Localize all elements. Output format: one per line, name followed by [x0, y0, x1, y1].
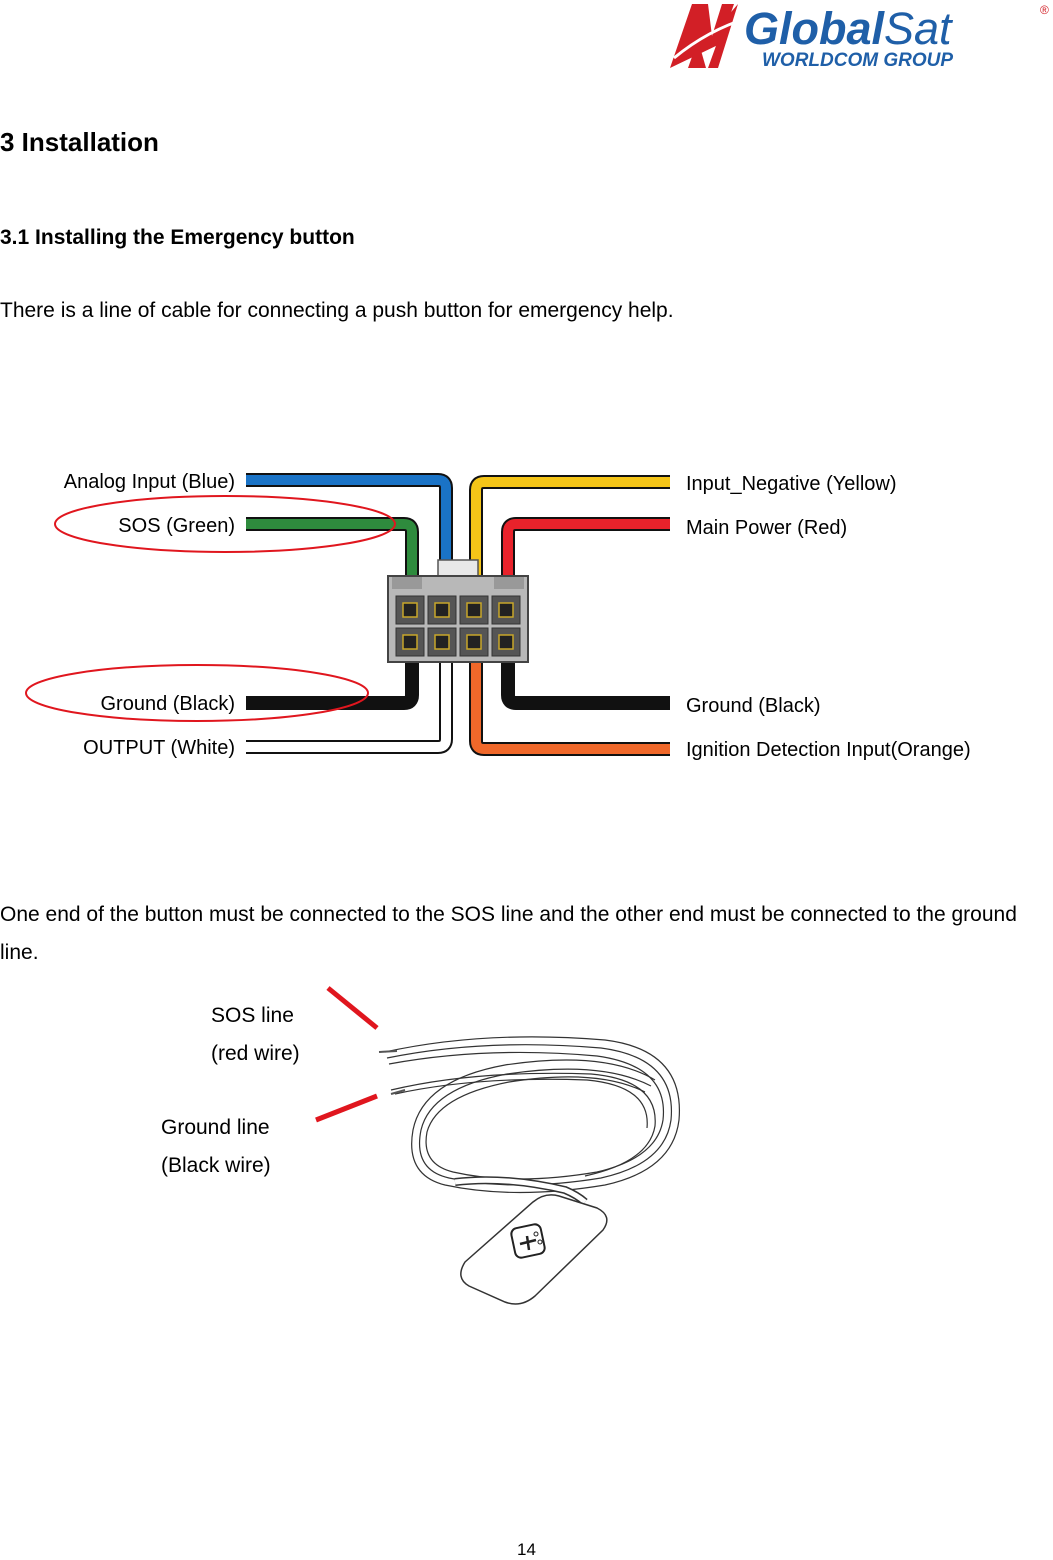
- wire-ignition: [469, 660, 670, 756]
- registered-mark: ®: [1040, 3, 1049, 17]
- wire-main-power: [501, 517, 670, 578]
- svg-text:GlobalSat: GlobalSat: [744, 3, 954, 54]
- callout-pointers: [315, 986, 379, 1123]
- button-pad: [460, 1194, 608, 1305]
- ground-line-label: Ground line: [161, 1116, 270, 1139]
- wire-ground-right: [501, 660, 670, 710]
- highlight-sos: [54, 495, 396, 553]
- connector: [387, 559, 529, 663]
- label-ground-right: Ground (Black): [686, 695, 821, 717]
- instruction-paragraph: One end of the button must be connected …: [0, 903, 1017, 964]
- logo-text-bold: Global: [744, 3, 886, 54]
- label-input-negative: Input_Negative (Yellow): [686, 473, 897, 495]
- label-main-power: Main Power (Red): [686, 517, 847, 539]
- wire-analog-input: [246, 473, 453, 578]
- cable-sheath: [454, 1176, 588, 1206]
- sos-callout: SOS line (red wire): [211, 997, 300, 1073]
- wire-ends: [378, 1050, 406, 1095]
- section-heading: 3 Installation: [0, 127, 159, 157]
- ground-wire-label: (Black wire): [161, 1154, 271, 1177]
- label-output: OUTPUT (White): [83, 737, 235, 759]
- label-ignition: Ignition Detection Input(Orange): [686, 739, 971, 761]
- logo-subtitle: WORLDCOM GROUP: [762, 50, 953, 71]
- label-ground-left: Ground (Black): [101, 693, 236, 715]
- logo-text-light: Sat: [884, 3, 954, 54]
- page-number: 14: [517, 1540, 536, 1559]
- globalsat-logo: GlobalSat ® WORLDCOM GROUP: [670, 3, 1049, 71]
- ground-callout: Ground line (Black wire): [161, 1109, 271, 1185]
- label-sos: SOS (Green): [118, 515, 235, 537]
- ground-pointer-line: [315, 1093, 378, 1123]
- wire-input-negative: [469, 475, 670, 578]
- emergency-button-drawing: [378, 1036, 681, 1305]
- cable-coil: [384, 1036, 681, 1194]
- sos-line-label: SOS line: [211, 1004, 294, 1027]
- sos-wire-label: (red wire): [211, 1042, 300, 1065]
- label-analog-input: Analog Input (Blue): [64, 471, 235, 493]
- wire-output: [246, 660, 453, 754]
- wire-sos: [246, 517, 419, 578]
- subsection-heading: 3.1 Installing the Emergency button: [0, 226, 355, 249]
- wire-ground-left: [246, 660, 419, 710]
- highlight-ground: [25, 664, 369, 722]
- sos-pointer-line: [326, 986, 379, 1030]
- globalsat-n-mark-icon: [670, 4, 749, 68]
- wiring-diagram: Analog Input (Blue) SOS (Green) Ground (…: [25, 471, 971, 761]
- intro-paragraph: There is a line of cable for connecting …: [0, 299, 674, 322]
